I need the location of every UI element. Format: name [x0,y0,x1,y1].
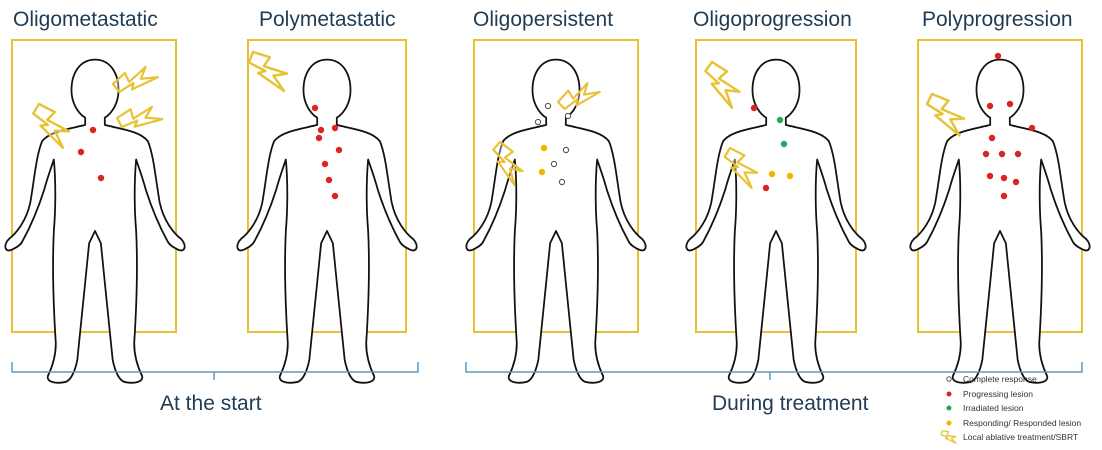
body-outline [237,60,416,383]
progressing-lesion-marker [989,135,995,141]
panel-polyprogression [910,40,1089,383]
progressing-lesion-marker [1015,151,1021,157]
panel-title-oligometastatic: Oligometastatic [13,8,158,32]
legend-item-progressing-lesion: Progressing lesion [935,387,1102,402]
group-label-at-the-start: At the start [160,392,262,416]
legend-label: Complete response [963,374,1037,384]
progressing-lesion-marker [999,151,1005,157]
body-outline [466,60,645,383]
panel-title-oligopersistent: Oligopersistent [473,8,613,32]
panel-polymetastatic [237,40,416,383]
lightning-icon [935,430,963,444]
progressing-lesion-marker [316,135,322,141]
group-label-during-treatment: During treatment [712,392,868,416]
complete-lesion-marker [559,179,564,184]
responding-lesion-marker [787,173,793,179]
legend-label: Progressing lesion [963,389,1033,399]
progressing-lesion-marker [336,147,342,153]
panel-oligometastatic [5,40,184,383]
legend-item-complete-response: Complete response [935,372,1102,387]
legend-item-sbrt: Local ablative treatment/SBRT [935,430,1102,445]
irradiated-lesion-marker [777,117,783,123]
complete-lesion-marker [535,119,540,124]
legend-label: Local ablative treatment/SBRT [963,432,1078,442]
progressing-lesion-marker [98,175,104,181]
progressing-lesion-marker [90,127,96,133]
body-outline [5,60,184,383]
legend-item-responding-lesion: Responding/ Responded lesion [935,416,1102,431]
progressing-lesion-marker [987,173,993,179]
green-dot-marker-icon [935,401,963,415]
lightning-icon [245,52,290,91]
body-outline [686,60,865,383]
responding-lesion-marker [539,169,545,175]
legend-label: Responding/ Responded lesion [963,418,1081,428]
progressing-lesion-marker [1001,193,1007,199]
progressing-lesion-marker [318,127,324,133]
progressing-lesion-marker [751,105,757,111]
open-circle-marker-icon [935,372,963,386]
progressing-lesion-marker [995,53,1001,59]
responding-lesion-marker [541,145,547,151]
bracket-line [466,362,1082,372]
progressing-lesion-marker [987,103,993,109]
complete-lesion-marker [563,147,568,152]
progressing-lesion-marker [78,149,84,155]
panel-title-oligoprogression: Oligoprogression [693,8,852,32]
panel-oligopersistent [466,40,645,383]
progressing-lesion-marker [763,185,769,191]
irradiated-lesion-marker [781,141,787,147]
progressing-lesion-marker [332,125,338,131]
lightning-icon [921,93,968,135]
legend-item-irradiated-lesion: Irradiated lesion [935,401,1102,416]
panel-oligoprogression [686,40,865,383]
progressing-lesion-marker [326,177,332,183]
legend-label: Irradiated lesion [963,403,1023,413]
responding-lesion-marker [769,171,775,177]
progressing-lesion-marker [1013,179,1019,185]
progressing-lesion-marker [1001,175,1007,181]
complete-lesion-marker [545,103,550,108]
progressing-lesion-marker [1007,101,1013,107]
lightning-icon [696,61,746,108]
complete-lesion-marker [565,113,570,118]
progressing-lesion-marker [332,193,338,199]
progressing-lesion-marker [1029,125,1035,131]
legend: Complete response Progressing lesion Irr… [935,372,1102,445]
red-dot-marker-icon [935,387,963,401]
panel-title-polyprogression: Polyprogression [922,8,1073,32]
complete-lesion-marker [551,161,556,166]
panel-title-polymetastatic: Polymetastatic [259,8,396,32]
progressing-lesion-marker [312,105,318,111]
yellow-dot-marker-icon [935,416,963,430]
progressing-lesion-marker [983,151,989,157]
progressing-lesion-marker [322,161,328,167]
